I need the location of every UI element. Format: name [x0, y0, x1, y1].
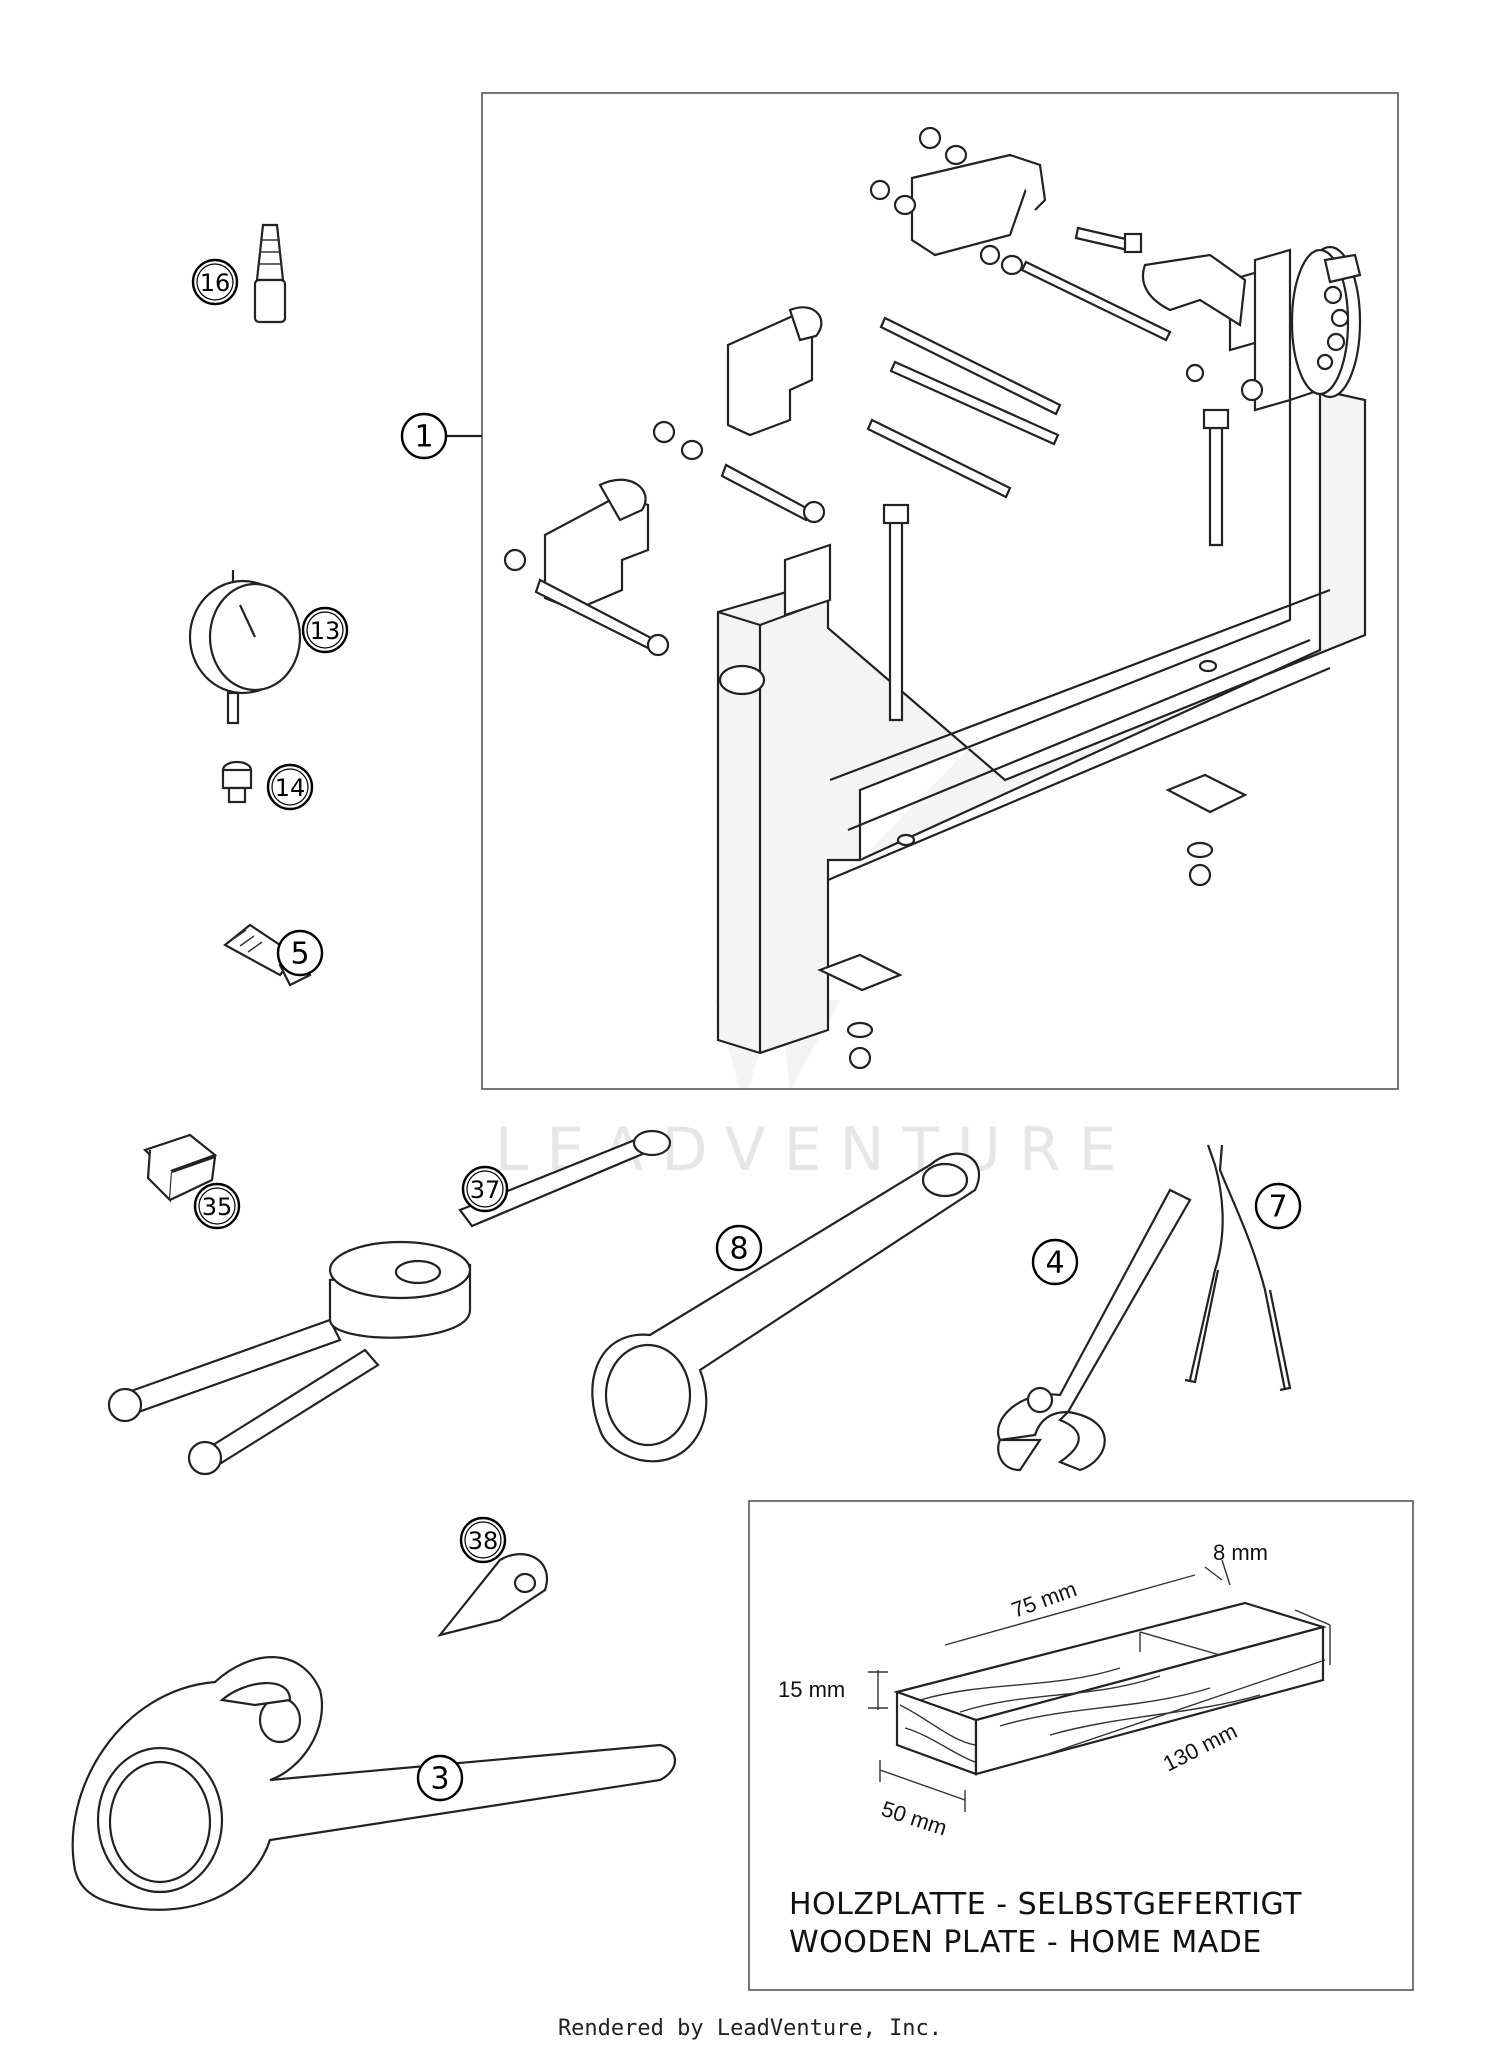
svg-text:7: 7 — [1268, 1190, 1287, 1225]
svg-text:37: 37 — [470, 1176, 501, 1204]
dim-8mm: 8 mm — [1213, 1540, 1268, 1565]
callout-37: 37 — [461, 1165, 509, 1213]
svg-text:35: 35 — [202, 1193, 233, 1221]
engine-stand-drawing — [503, 126, 1367, 1070]
dim-130mm: 130 mm — [1159, 1718, 1241, 1776]
callout-7: 7 — [1254, 1182, 1302, 1230]
callout-3: 3 — [416, 1754, 464, 1802]
callout-8: 8 — [715, 1224, 763, 1272]
item-13-drawing — [188, 570, 302, 725]
item-14-drawing — [221, 760, 253, 804]
item-16-drawing — [253, 223, 287, 324]
svg-text:8: 8 — [729, 1232, 748, 1267]
wooden-plate-drawing — [868, 1559, 1331, 1812]
item-8-drawing — [591, 1152, 981, 1463]
item-38-drawing — [437, 1553, 548, 1637]
svg-text:1: 1 — [414, 420, 433, 455]
callout-38: 38 — [459, 1516, 507, 1564]
svg-text:5: 5 — [290, 937, 309, 972]
dim-50mm: 50 mm — [878, 1796, 950, 1841]
callout-14: 14 — [266, 763, 314, 811]
wooden-plate-box — [748, 1500, 1414, 1991]
dim-75mm: 75 mm — [1008, 1576, 1080, 1622]
callout-35: 35 — [193, 1182, 241, 1230]
svg-text:38: 38 — [468, 1527, 499, 1555]
svg-text:4: 4 — [1045, 1246, 1064, 1281]
svg-text:13: 13 — [310, 617, 341, 645]
callout-4: 4 — [1031, 1238, 1079, 1286]
item-7-drawing — [1184, 1144, 1292, 1392]
dim-15mm: 15 mm — [778, 1677, 845, 1702]
item-37-drawing — [107, 1129, 672, 1476]
callout-16: 16 — [191, 258, 239, 306]
item-1-frame-box — [481, 92, 1399, 1090]
callout-1: 1 — [400, 412, 448, 460]
plate-note-english: WOODEN PLATE - HOME MADE — [789, 1925, 1262, 1960]
svg-text:3: 3 — [430, 1762, 449, 1797]
item-4-drawing — [997, 1188, 1192, 1472]
callout-5: 5 — [276, 929, 324, 977]
footer-credit: Rendered by LeadVenture, Inc. — [557, 2016, 943, 2041]
item-3-drawing — [71, 1656, 677, 1911]
callout-13: 13 — [301, 606, 349, 654]
svg-text:16: 16 — [200, 269, 231, 297]
svg-text:14: 14 — [275, 774, 306, 802]
item-35-drawing — [142, 1133, 218, 1203]
plate-note-german: HOLZPLATTE - SELBSTGEFERTIGT — [789, 1887, 1302, 1922]
